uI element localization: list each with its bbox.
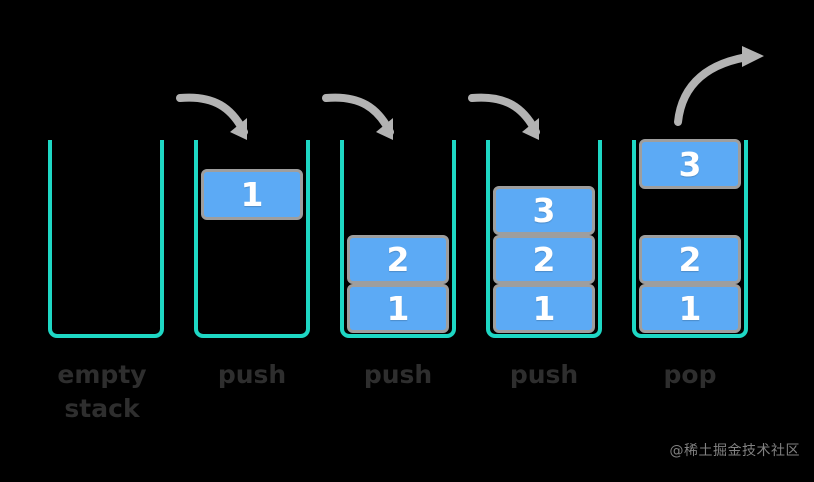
stack-block: 2 <box>493 235 595 284</box>
stack-push-3: 3 2 1 push <box>468 0 606 482</box>
pop-arrow-up-icon <box>674 46 764 126</box>
stack-caption: push <box>217 360 287 389</box>
stack-empty: empty stack <box>44 0 168 482</box>
stack-block: 2 <box>347 235 449 284</box>
stack-pop: 3 2 1 pop <box>628 0 764 482</box>
watermark: @稀土掘金技术社区 <box>669 443 800 459</box>
stack-container <box>194 140 310 338</box>
stack-block: 3 <box>493 186 595 235</box>
stack-block: 1 <box>347 284 449 333</box>
stack-block-floating: 1 <box>201 169 303 220</box>
stack-caption: push <box>363 360 433 389</box>
stack-caption: push <box>509 360 579 389</box>
stack-caption: pop <box>663 360 717 389</box>
stack-caption: empty stack <box>57 360 147 423</box>
stack-block-floating: 3 <box>639 139 741 189</box>
stack-push-1: 1 push <box>176 0 314 482</box>
stack-block: 1 <box>639 284 741 333</box>
stack-container-inner-edge <box>55 140 157 331</box>
stack-block: 1 <box>493 284 595 333</box>
stack-block: 2 <box>639 235 741 284</box>
stack-container <box>48 140 164 338</box>
stack-push-2: 2 1 push <box>322 0 460 482</box>
